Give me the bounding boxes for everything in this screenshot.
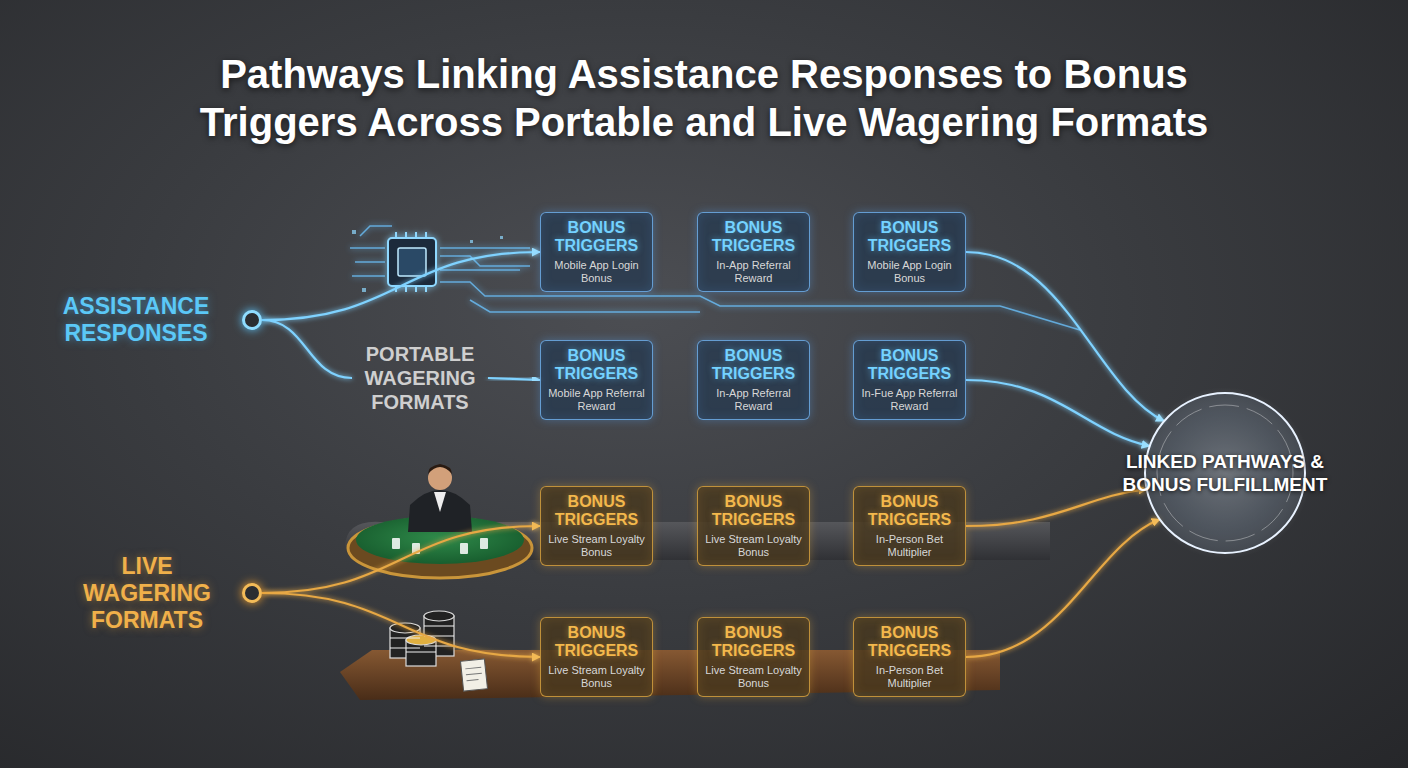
connector-line (653, 656, 697, 658)
bonus-trigger-box: BONUS TRIGGERS Live Stream Loyalty Bonus (540, 617, 653, 697)
box-heading: BONUS TRIGGERS (549, 493, 645, 529)
box-label: Live Stream Loyalty Bonus (545, 533, 649, 559)
box-label: Mobile App Login Bonus (545, 259, 649, 285)
connector-line (810, 251, 853, 253)
box-label: In-Person Bet Multiplier (858, 664, 962, 690)
bonus-trigger-box: BONUS TRIGGERS Mobile App Referral Reward (540, 340, 653, 420)
box-label: Mobile App Referral Reward (545, 387, 649, 413)
bonus-trigger-box: BONUS TRIGGERS Mobile App Login Bonus (853, 212, 966, 292)
connector-line (966, 380, 1150, 446)
circle-inner-ring (1157, 405, 1293, 541)
connector-line (653, 525, 697, 527)
circle-label: LINKED PATHWAYS & BONUS FULFILLMENT (1100, 450, 1350, 496)
connector-dot (242, 310, 262, 330)
bonus-trigger-box: BONUS TRIGGERS In-App Referral Reward (697, 340, 810, 420)
box-label: Live Stream Loyalty Bonus (702, 533, 806, 559)
box-label: Live Stream Loyalty Bonus (545, 664, 649, 690)
bonus-trigger-box: BONUS TRIGGERS In-Person Bet Multiplier (853, 617, 966, 697)
box-heading: BONUS TRIGGERS (862, 219, 958, 255)
chip-icon (388, 232, 436, 292)
connector-line (488, 378, 540, 380)
bonus-trigger-box: BONUS TRIGGERS Live Stream Loyalty Bonus (540, 486, 653, 566)
connector-line (810, 656, 853, 658)
box-heading: BONUS TRIGGERS (862, 624, 958, 660)
diagram-title: Pathways Linking Assistance Responses to… (150, 50, 1258, 146)
box-heading: BONUS TRIGGERS (706, 219, 802, 255)
box-heading: BONUS TRIGGERS (549, 624, 645, 660)
connector-line (810, 379, 853, 381)
bonus-trigger-box: BONUS TRIGGERS Mobile App Login Bonus (540, 212, 653, 292)
source-node: ASSISTANCE RESPONSES (40, 290, 262, 350)
box-heading: BONUS TRIGGERS (706, 347, 802, 383)
connector-line (262, 593, 540, 657)
format-label-node: PORTABLE WAGERING FORMATS (352, 345, 488, 411)
box-label: In-Fue App Referral Reward (858, 387, 962, 413)
bonus-trigger-box: BONUS TRIGGERS Live Stream Loyalty Bonus (697, 486, 810, 566)
connector-line (966, 519, 1160, 657)
box-heading: BONUS TRIGGERS (706, 624, 802, 660)
group-label: PORTABLE WAGERING FORMATS (352, 342, 488, 414)
connector-line (966, 489, 1147, 526)
bonus-trigger-box: BONUS TRIGGERS In-App Referral Reward (697, 212, 810, 292)
box-heading: BONUS TRIGGERS (862, 347, 958, 383)
box-heading: BONUS TRIGGERS (862, 493, 958, 529)
bonus-trigger-box: BONUS TRIGGERS In-Person Bet Multiplier (853, 486, 966, 566)
group-label: ASSISTANCE RESPONSES (40, 290, 232, 350)
connector-line (966, 252, 1164, 421)
dealer-table (348, 464, 532, 578)
bonus-trigger-box: BONUS TRIGGERS In-Fue App Referral Reward (853, 340, 966, 420)
connector-line (262, 526, 540, 593)
connector-line (262, 320, 352, 378)
circle-outline (1095, 388, 1355, 558)
group-label: LIVE WAGERING FORMATS (62, 555, 232, 631)
box-label: In-App Referral Reward (702, 259, 806, 285)
box-heading: BONUS TRIGGERS (549, 219, 645, 255)
bonus-trigger-box: BONUS TRIGGERS Live Stream Loyalty Bonus (697, 617, 810, 697)
circuit-dots (352, 230, 503, 292)
box-label: Mobile App Login Bonus (858, 259, 962, 285)
connector-dot (242, 583, 262, 603)
connector-line (262, 252, 540, 320)
circle-halo (1139, 388, 1311, 558)
source-node: LIVE WAGERING FORMATS (62, 555, 262, 631)
box-heading: BONUS TRIGGERS (706, 493, 802, 529)
box-heading: BONUS TRIGGERS (549, 347, 645, 383)
connector-line (653, 379, 697, 381)
box-label: In-App Referral Reward (702, 387, 806, 413)
connector-line (653, 251, 697, 253)
circle-ring (1145, 393, 1305, 553)
box-label: Live Stream Loyalty Bonus (702, 664, 806, 690)
fulfillment-circle: LINKED PATHWAYS & BONUS FULFILLMENT (1095, 388, 1355, 558)
connector-line (810, 525, 853, 527)
box-label: In-Person Bet Multiplier (858, 533, 962, 559)
